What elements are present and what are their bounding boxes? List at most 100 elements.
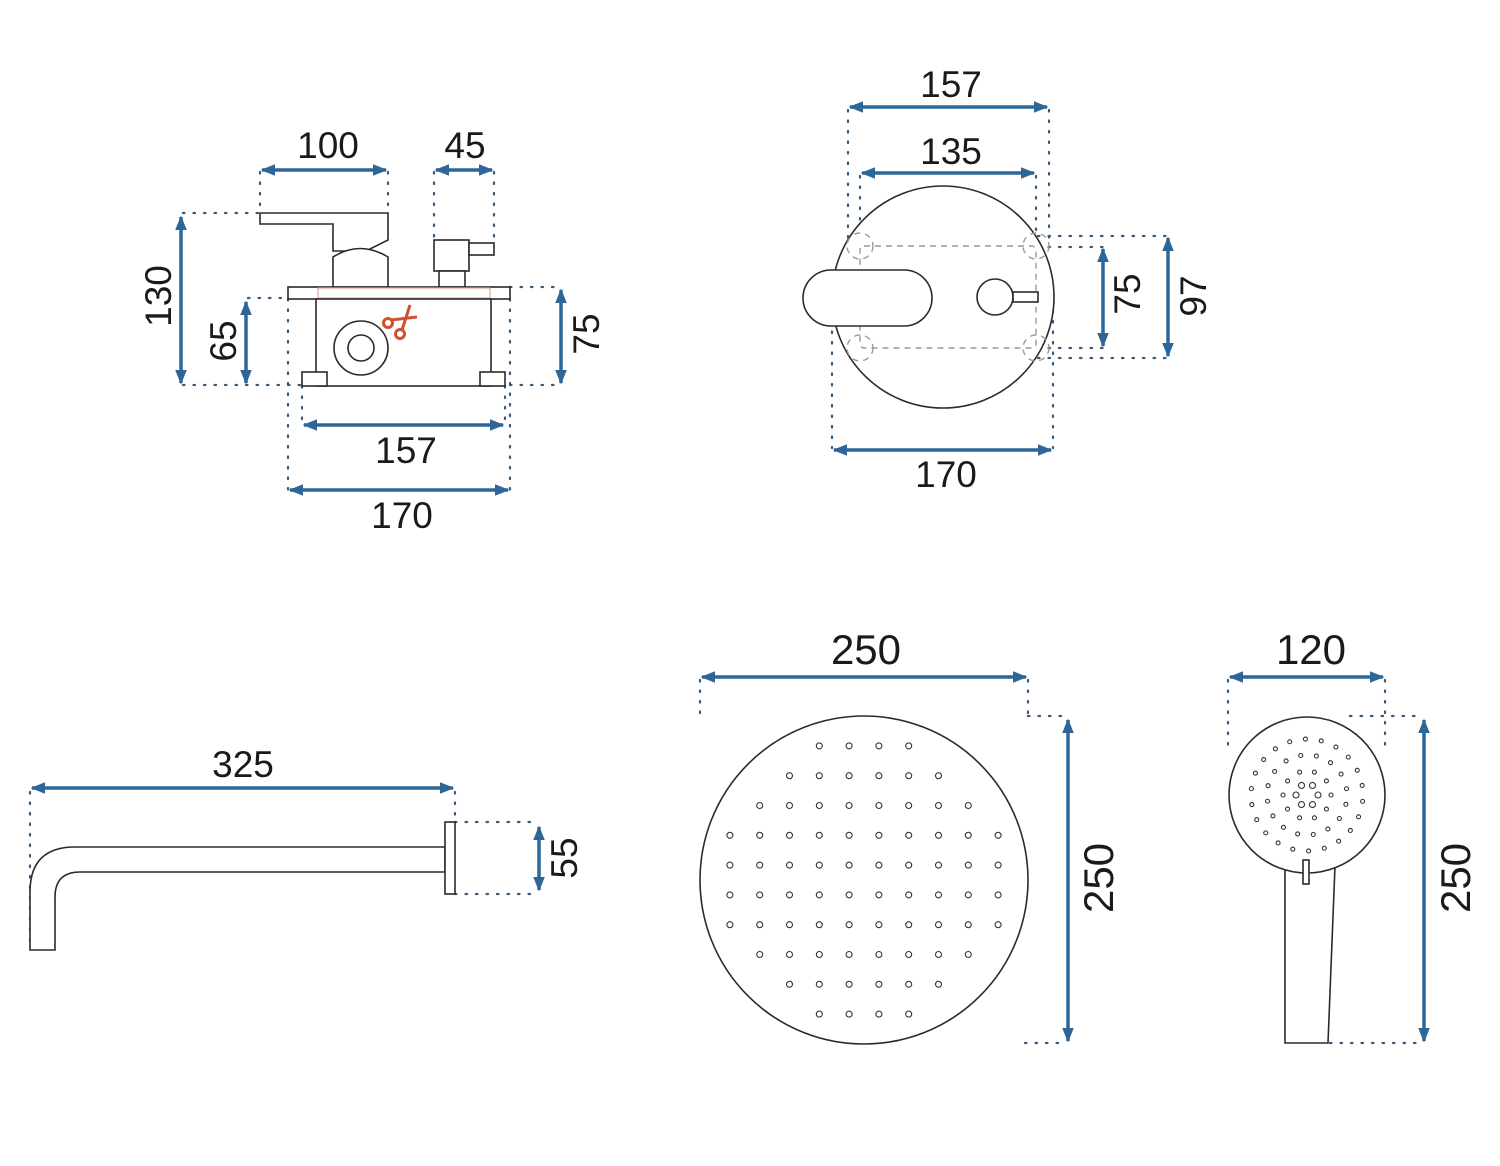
rain-shower-head: 250 250 xyxy=(698,626,1122,1045)
diverter-knob-front xyxy=(976,278,1014,316)
nozzle-dot xyxy=(905,1010,913,1018)
box-port-inner xyxy=(347,334,375,362)
nozzle-dot xyxy=(875,891,883,899)
mixer-side-view: 100 45 130 65 75 157 170 xyxy=(138,125,607,536)
nozzle-dot xyxy=(934,861,943,869)
nozzle-grid xyxy=(726,742,1002,1018)
nozzle-dot xyxy=(1323,778,1329,784)
nozzle-dot xyxy=(1285,778,1291,784)
hidden-screw xyxy=(846,334,874,362)
nozzle-dot xyxy=(845,921,853,929)
nozzle-dot xyxy=(964,921,972,929)
nozzle-dot xyxy=(1308,800,1317,809)
nozzle-dot xyxy=(815,950,823,959)
nozzle-dot xyxy=(875,861,883,869)
nozzle-dot xyxy=(964,891,972,899)
nozzle-dot xyxy=(815,980,823,988)
nozzle-dot xyxy=(845,980,853,988)
nozzle-dot xyxy=(1314,791,1322,799)
nozzle-dot xyxy=(1343,786,1350,792)
nozzle-dot xyxy=(1275,840,1281,846)
nozzle-dot xyxy=(875,980,883,988)
nozzle-dot xyxy=(815,801,823,810)
nozzle-dot xyxy=(815,891,823,899)
nozzle-dot xyxy=(1254,817,1260,823)
nozzle-dot xyxy=(1265,783,1271,789)
nozzle-dot xyxy=(845,772,853,780)
nozzle-dot xyxy=(815,772,823,780)
nozzle-dot xyxy=(1287,739,1293,745)
rain-shower-plate xyxy=(699,715,1029,1045)
nozzle-dot xyxy=(845,950,853,959)
hand-shower-handle xyxy=(1284,865,1336,1044)
nozzle-dot xyxy=(1297,815,1303,821)
nozzle-dot xyxy=(1354,767,1360,773)
cut-zone xyxy=(317,287,491,299)
hidden-screw xyxy=(1022,334,1050,362)
nozzle-dot xyxy=(905,742,913,750)
nozzle-dot xyxy=(934,891,943,899)
nozzle-dot xyxy=(845,1010,853,1018)
nozzle-dot xyxy=(905,861,913,869)
nozzle-dot xyxy=(1343,801,1349,807)
nozzle-dot xyxy=(1328,792,1334,798)
dim-label-arm-length: 325 xyxy=(212,744,274,785)
nozzle-dot xyxy=(875,831,883,839)
hidden-screw xyxy=(846,232,874,260)
nozzle-dot xyxy=(785,861,794,869)
dim-label-diverter-width: 45 xyxy=(444,125,485,166)
nozzle-dot xyxy=(1347,827,1353,833)
nozzle-dot xyxy=(756,801,764,810)
nozzle-dot xyxy=(785,950,794,959)
nozzle-dot xyxy=(875,742,883,750)
scissors-icon xyxy=(382,304,418,340)
nozzle-dot xyxy=(1297,800,1306,809)
nozzle-dot xyxy=(875,801,883,810)
dim-label-outer-height: 97 xyxy=(1173,275,1214,316)
nozzle-dot xyxy=(905,921,913,929)
nozzle-dot xyxy=(1297,769,1303,775)
mixer-lever-front xyxy=(802,269,933,327)
nozzle-dot xyxy=(1313,753,1319,759)
nozzle-dot xyxy=(1321,845,1327,851)
dim-label-box-height: 65 xyxy=(203,320,244,361)
nozzle-dot xyxy=(905,801,913,810)
nozzle-dot xyxy=(815,742,823,750)
nozzle-dot xyxy=(934,801,943,810)
nozzle-dot xyxy=(1356,814,1362,820)
nozzle-dot xyxy=(1336,838,1342,844)
nozzle-dot xyxy=(726,861,734,869)
nozzle-dot xyxy=(845,831,853,839)
nozzle-dot xyxy=(785,921,794,929)
nozzle-dot xyxy=(1263,830,1269,836)
nozzle-dot xyxy=(785,772,794,780)
nozzle-dot xyxy=(1248,786,1254,792)
nozzle-dot xyxy=(964,831,972,839)
nozzle-dot xyxy=(1336,815,1342,822)
nozzle-dot xyxy=(1310,831,1316,838)
diverter-pin-front xyxy=(1012,291,1039,303)
dim-label-hand-width: 120 xyxy=(1276,626,1346,673)
nozzle-dot xyxy=(1345,754,1351,760)
nozzle-dot xyxy=(815,831,823,839)
shower-arm: 325 55 xyxy=(28,744,585,951)
nozzle-dot xyxy=(726,891,734,899)
nozzle-dot xyxy=(1360,798,1366,804)
nozzle-dot xyxy=(905,772,913,780)
nozzle-dot xyxy=(1261,757,1267,763)
nozzle-dot xyxy=(994,861,1002,869)
nozzle-dot xyxy=(934,772,943,780)
nozzle-dot xyxy=(726,831,734,839)
nozzle-dot xyxy=(1270,813,1276,819)
nozzle-dot xyxy=(1302,736,1308,742)
nozzle-dot xyxy=(905,950,913,959)
nozzle-dot xyxy=(756,950,764,959)
nozzle-dot xyxy=(1285,806,1291,812)
nozzle-dot xyxy=(1333,744,1339,750)
nozzle-dot xyxy=(1272,768,1278,775)
nozzle-dot xyxy=(845,891,853,899)
dim-label-total-height: 130 xyxy=(138,265,179,327)
nozzle-dot xyxy=(964,861,972,869)
diverter-knob xyxy=(433,239,470,272)
